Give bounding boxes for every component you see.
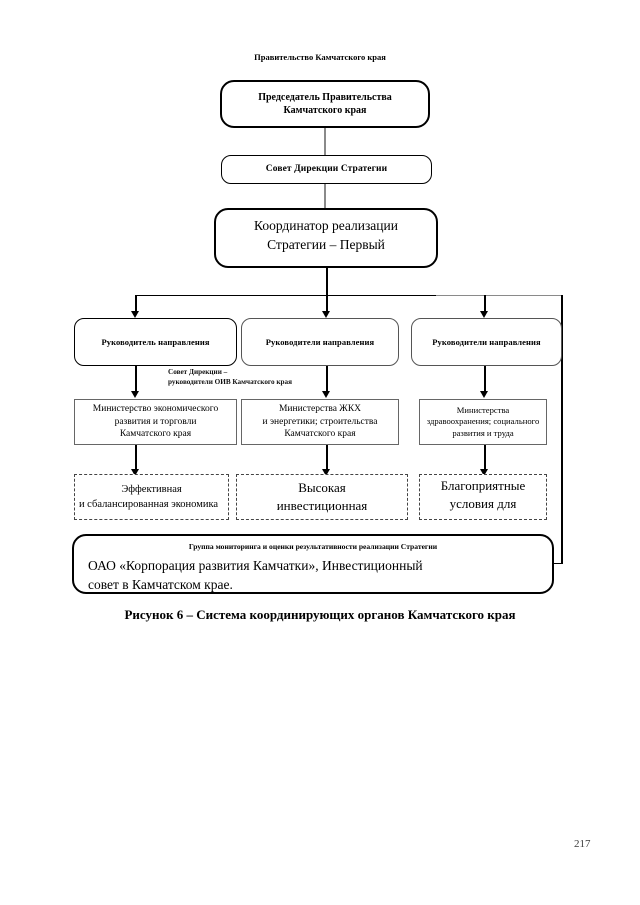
node-ministry-2-line2: и энергетики; строительства bbox=[262, 416, 378, 427]
node-ministry-2-line1: Министерства ЖКХ bbox=[278, 404, 362, 415]
node-outcome-2-line1: Высокая bbox=[298, 480, 346, 495]
node-chairman: Председатель Правительства Камчатского к… bbox=[220, 80, 430, 128]
node-ministry-3: Министерства здравоохранения; социальног… bbox=[419, 399, 547, 445]
node-outcome-1-line2: и сбалансированная экономика bbox=[78, 499, 219, 510]
node-monitoring-group: Группа мониторинга и оценки результативн… bbox=[72, 534, 554, 594]
arrow-down-outcome-2 bbox=[322, 469, 330, 476]
connector-distribution-bar-left bbox=[136, 295, 436, 297]
node-coordinator-line2: Стратегии – Первый bbox=[267, 237, 385, 252]
node-strategy-board: Совет Дирекции Стратегии bbox=[221, 155, 432, 184]
connector-chairman-to-board bbox=[324, 128, 326, 156]
node-outcome-2: Высокая инвестиционная bbox=[236, 474, 408, 520]
connector-dir3-to-min3 bbox=[484, 366, 486, 393]
node-direction-3-label: Руководители направления bbox=[432, 336, 541, 347]
connector-drop-3 bbox=[484, 295, 486, 313]
connector-dir2-to-min2 bbox=[326, 366, 328, 393]
node-ministry-1-line1: Министерство экономического bbox=[92, 404, 219, 415]
node-ministry-3-line2: здравоохранения; социального bbox=[426, 416, 540, 427]
node-ministry-3-line1: Министерства bbox=[456, 404, 510, 415]
node-ministry-1: Министерство экономического развития и т… bbox=[74, 399, 237, 445]
node-direction-1: Руководитель направления bbox=[74, 318, 237, 366]
node-outcome-2-line2: инвестиционная bbox=[276, 498, 368, 513]
arrow-down-ministry-1 bbox=[131, 391, 139, 398]
diagram-top-caption: Правительство Камчатского края bbox=[254, 52, 386, 62]
node-outcome-1: Эффективная и сбалансированная экономика bbox=[74, 474, 229, 520]
node-direction-2-label: Руководители направления bbox=[265, 336, 375, 347]
figure-caption: Рисунок 6 – Система координирующих орган… bbox=[124, 607, 516, 622]
arrow-down-outcome-1 bbox=[131, 469, 139, 476]
node-coordinator: Координатор реализации Стратегии – Первы… bbox=[214, 208, 438, 268]
connector-drop-2 bbox=[326, 295, 328, 313]
connector-min2-to-outcome2 bbox=[326, 445, 328, 471]
node-monitoring-line1: ОАО «Корпорация развития Камчатки», Инве… bbox=[88, 558, 423, 573]
node-direction-1-label: Руководитель направления bbox=[101, 336, 210, 347]
node-coordinator-line1: Координатор реализации bbox=[254, 218, 398, 233]
arrow-down-direction-3 bbox=[480, 311, 488, 318]
arrow-down-ministry-3 bbox=[480, 391, 488, 398]
arrow-down-ministry-2 bbox=[322, 391, 330, 398]
node-chairman-line2: Камчатского края bbox=[283, 105, 367, 116]
page-number: 217 bbox=[574, 838, 591, 850]
node-outcome-3: Благоприятные условия для bbox=[419, 474, 547, 520]
node-outcome-3-line2: условия для bbox=[449, 496, 517, 511]
node-monitoring-heading: Группа мониторинга и оценки результативн… bbox=[188, 542, 438, 551]
connector-right-return-vertical bbox=[561, 295, 563, 564]
board-note-line2: руководители ОИВ Камчатского края bbox=[168, 378, 293, 386]
node-ministry-3-line3: развития и труда bbox=[452, 427, 514, 438]
node-direction-2: Руководители направления bbox=[241, 318, 399, 366]
connector-dir1-to-min1 bbox=[135, 366, 137, 393]
board-note-line1: Совет Дирекции – bbox=[168, 368, 228, 376]
node-outcome-1-line1: Эффективная bbox=[121, 484, 182, 495]
arrow-down-outcome-3 bbox=[480, 469, 488, 476]
connector-right-return-horizontal bbox=[548, 563, 562, 565]
node-ministry-2: Министерства ЖКХ и энергетики; строитель… bbox=[241, 399, 399, 445]
node-ministry-1-line2: развития и торговли bbox=[114, 416, 197, 427]
connector-min3-to-outcome3 bbox=[484, 445, 486, 471]
node-direction-3: Руководители направления bbox=[411, 318, 562, 366]
arrow-down-direction-1 bbox=[131, 311, 139, 318]
connector-distribution-bar-right bbox=[436, 295, 562, 297]
connector-coordinator-stem bbox=[326, 268, 328, 296]
node-monitoring-line2: совет в Камчатском крае. bbox=[88, 577, 233, 592]
node-chairman-line1: Председатель Правительства bbox=[258, 92, 392, 103]
connector-min1-to-outcome1 bbox=[135, 445, 137, 471]
arrow-down-direction-2 bbox=[322, 311, 330, 318]
node-ministry-2-line3: Камчатского края bbox=[284, 429, 356, 440]
node-strategy-board-label: Совет Дирекции Стратегии bbox=[265, 164, 388, 174]
node-ministry-1-line3: Камчатского края bbox=[119, 429, 192, 440]
connector-board-to-coordinator bbox=[324, 184, 326, 208]
connector-drop-1 bbox=[135, 295, 137, 313]
node-outcome-3-line1: Благоприятные bbox=[440, 478, 526, 493]
